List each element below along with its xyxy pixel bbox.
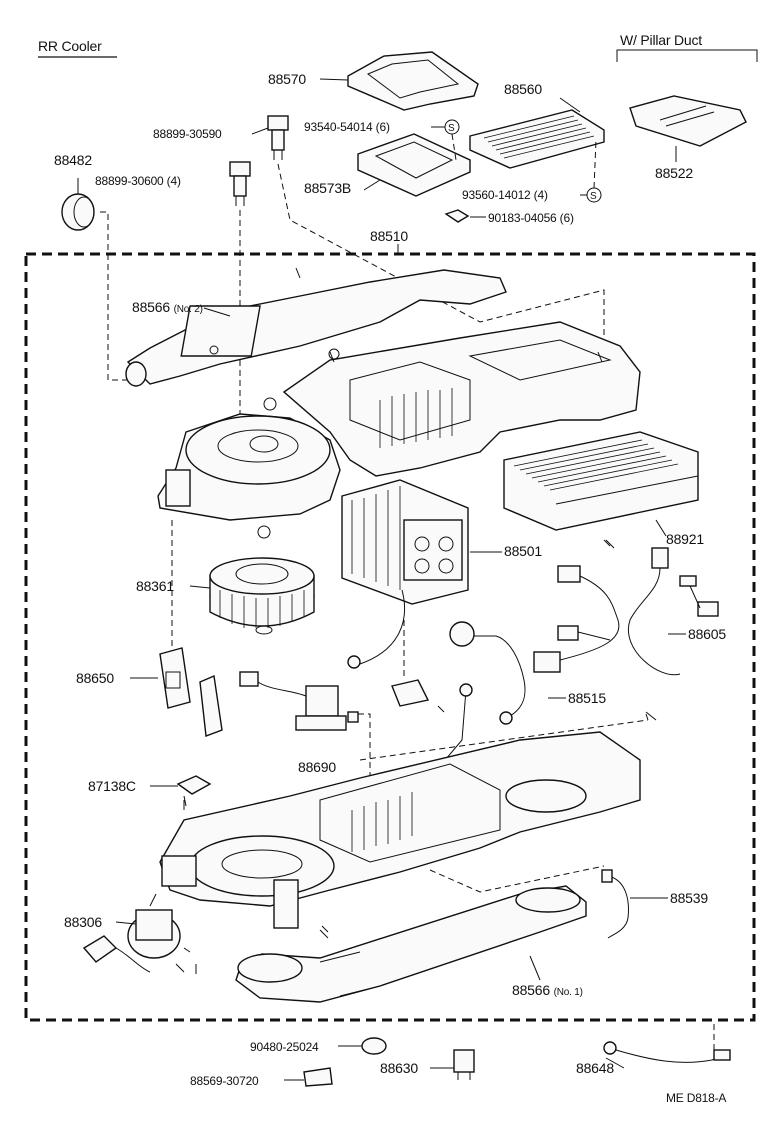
part-label-88306[interactable]: 88306 — [64, 914, 102, 930]
part-label-93540-54014[interactable]: 93540-54014 (6) — [304, 120, 390, 134]
pillar-duct-title: W/ Pillar Duct — [620, 32, 702, 48]
part-label-88566-no2[interactable]: 88566 (No. 2) — [132, 299, 203, 318]
part-label-88650[interactable]: 88650 — [76, 670, 114, 686]
part-label-93560-14012[interactable]: 93560-14012 (4) — [462, 188, 548, 202]
part-label-88510[interactable]: 88510 — [370, 228, 408, 244]
part-label-87138C[interactable]: 87138C — [88, 778, 136, 794]
screw-symbol-lower — [580, 139, 602, 203]
frame-88573B — [357, 133, 471, 197]
sensor-88648 — [603, 1020, 731, 1069]
part-number-88566-no1: 88566 — [512, 982, 550, 998]
duct-cover-88570 — [319, 51, 479, 111]
part-label-88899-30590[interactable]: 88899-30590 — [153, 127, 222, 141]
rr-cooler-title: RR Cooler — [38, 38, 102, 54]
evaporator-88501 — [341, 479, 502, 669]
part-label-88648[interactable]: 88648 — [576, 1060, 614, 1076]
thermistor-88515 — [391, 620, 566, 767]
grommet-90480 — [338, 1037, 387, 1055]
part-label-88539[interactable]: 88539 — [670, 890, 708, 906]
part-number-88566-no2: 88566 — [132, 299, 170, 315]
part-label-88570[interactable]: 88570 — [268, 71, 306, 87]
resistor-88650 — [130, 520, 223, 737]
part-label-88522[interactable]: 88522 — [655, 165, 693, 181]
switch-88899-30600 — [229, 161, 251, 440]
blower-fan-88361 — [189, 525, 315, 635]
part-label-88361[interactable]: 88361 — [136, 578, 174, 594]
cap-88482 — [61, 178, 130, 381]
part-label-88515[interactable]: 88515 — [568, 690, 606, 706]
part-label-88569-30720[interactable]: 88569-30720 — [190, 1074, 259, 1088]
part-label-90183-04056[interactable]: 90183-04056 (6) — [488, 211, 574, 225]
bracket-87138C — [150, 775, 212, 810]
pillar-duct-88522 — [629, 95, 747, 162]
screws — [183, 351, 615, 933]
assembly-boundary-box — [24, 252, 756, 1022]
switch-88899-30590 — [251, 115, 289, 160]
part-label-88501[interactable]: 88501 — [504, 543, 542, 559]
filter-box-88921 — [503, 431, 699, 547]
part-label-88921[interactable]: 88921 — [666, 531, 704, 547]
filter-88560 — [469, 97, 605, 169]
part-note-no2: (No. 2) — [173, 304, 203, 315]
lower-case — [159, 711, 657, 929]
clip-90183 — [444, 209, 486, 223]
drain-hose-88539 — [601, 869, 668, 939]
part-label-88605[interactable]: 88605 — [688, 626, 726, 642]
screw-symbol-s-upper: S — [448, 123, 455, 134]
part-label-88899-30600[interactable]: 88899-30600 (4) — [95, 174, 181, 188]
duct-88566-no2 — [125, 269, 507, 387]
part-label-88566-no1[interactable]: 88566 (No. 1) — [512, 982, 583, 1001]
diagram-code: ME D818-A — [666, 1091, 727, 1105]
upper-case-88510 — [282, 267, 641, 477]
part-label-88560[interactable]: 88560 — [504, 81, 542, 97]
part-note-no1: (No. 1) — [553, 987, 583, 998]
solenoid-valve-88690 — [239, 671, 371, 780]
clamp-88569 — [284, 1067, 333, 1087]
part-label-88482[interactable]: 88482 — [54, 152, 92, 168]
part-label-88630[interactable]: 88630 — [380, 1060, 418, 1076]
pillar-duct-bracket — [616, 49, 758, 62]
screw-symbol-s-lower: S — [590, 191, 597, 202]
relay-88630 — [430, 1049, 475, 1080]
screw-symbol-upper — [431, 119, 460, 161]
wire-harness-88605 — [533, 547, 719, 676]
blower-housing — [157, 397, 341, 521]
part-label-88690[interactable]: 88690 — [298, 759, 336, 775]
part-label-90480-25024[interactable]: 90480-25024 — [250, 1040, 319, 1054]
duct-88566-no1 — [235, 885, 587, 1003]
blower-motor-88306 — [82, 893, 197, 974]
part-label-88573B[interactable]: 88573B — [304, 180, 352, 196]
